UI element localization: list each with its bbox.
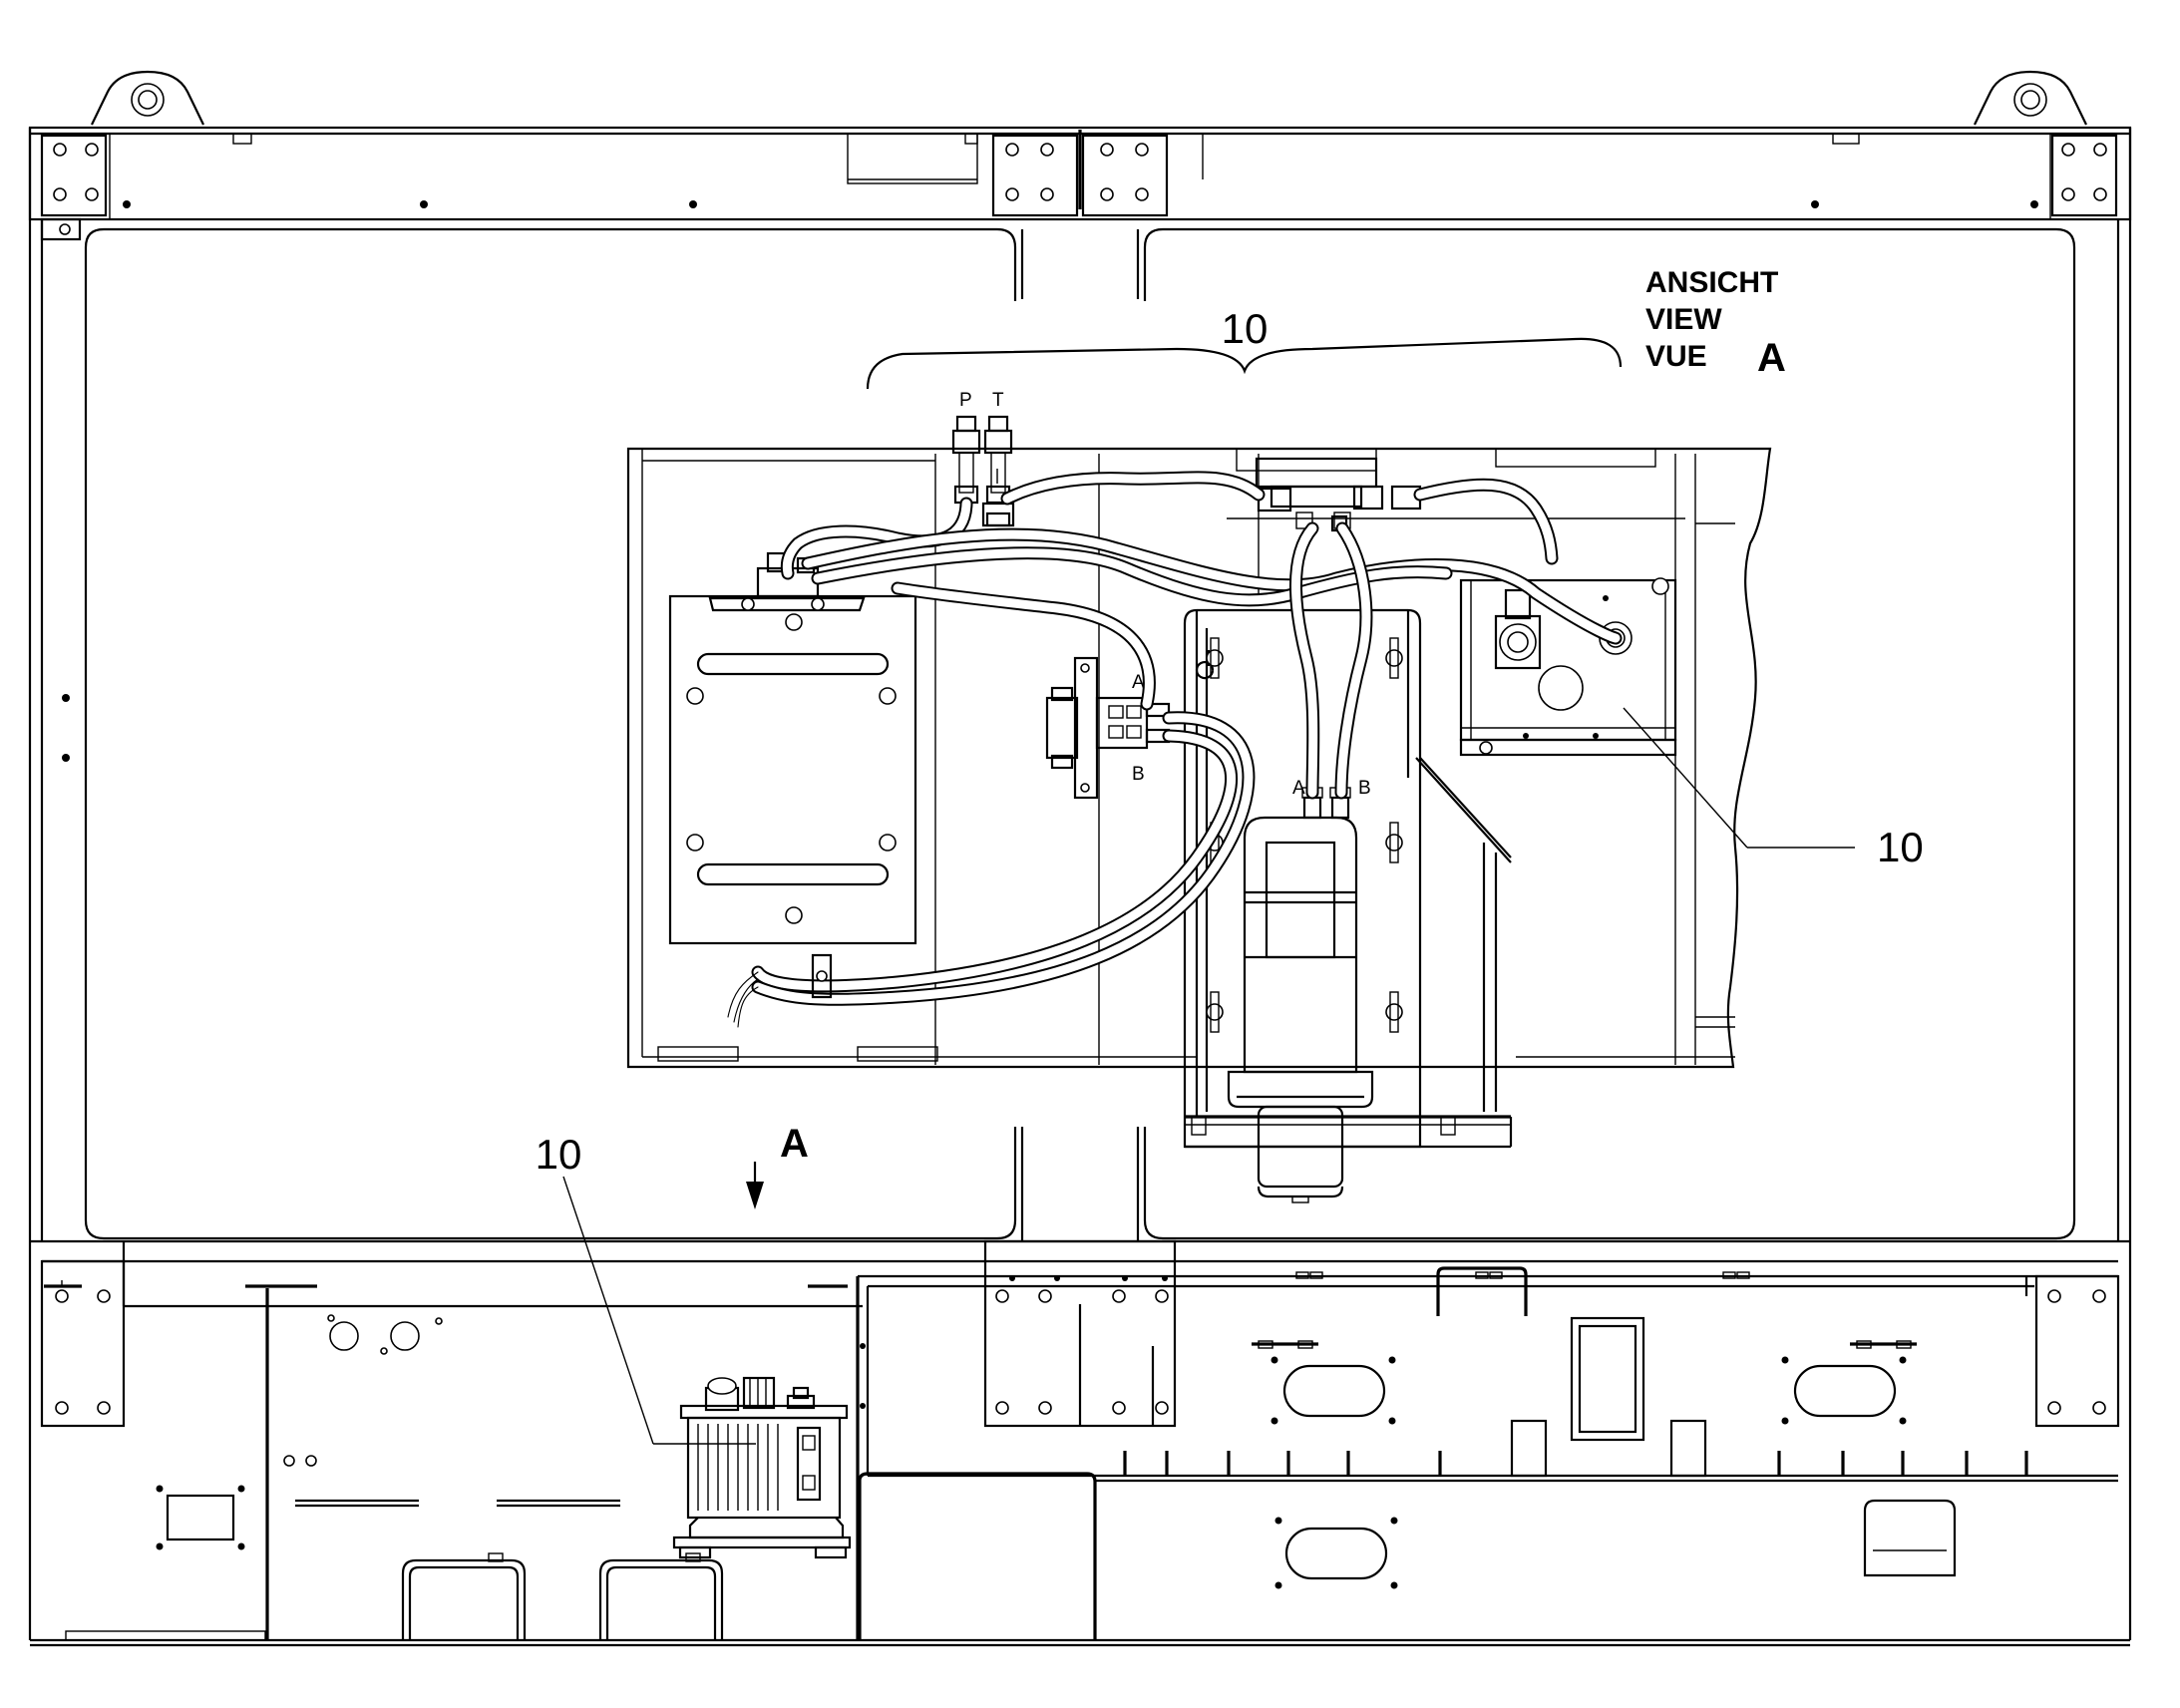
view-label-view: VIEW [1645, 303, 1722, 336]
container-frame [28, 70, 2132, 1647]
lower-equipment-bay [40, 1239, 2120, 1641]
gearbox-plate [1459, 577, 1677, 757]
view-label-vue: VUE [1645, 340, 1707, 373]
section-arrow [746, 1162, 764, 1209]
callout-top: 10 [1222, 305, 1269, 352]
section-marker-letter: A [780, 1122, 809, 1166]
directional-valve [1045, 656, 1171, 800]
motor-port-b: B [1358, 778, 1371, 799]
brace-top [866, 337, 1623, 390]
valve-port-b: B [1132, 764, 1145, 785]
port-label-p: P [959, 390, 972, 411]
oblong-cutout-left [1252, 1340, 1396, 1425]
valve-port-a: A [1132, 672, 1145, 693]
port-label-t: T [992, 390, 1004, 411]
view-label-letter: A [1757, 336, 1786, 380]
lifting-eye-left [91, 70, 204, 126]
oblong-cutout-right [1781, 1340, 1917, 1425]
view-label-ansicht: ANSICHT [1645, 266, 1778, 299]
hydraulic-hoses [727, 471, 1623, 1028]
callout-right: 10 [1877, 824, 1924, 870]
annotations [562, 337, 1855, 1445]
pressure-tank-fittings [951, 415, 1015, 527]
motor-port-a: A [1292, 778, 1305, 799]
callout-bottom: 10 [536, 1131, 582, 1178]
mounting-plate [668, 551, 917, 945]
pump-unit [672, 1376, 852, 1559]
leader-right [1623, 707, 1748, 849]
manifold-block [1255, 457, 1422, 532]
leader-bottom [562, 1176, 654, 1445]
lifting-eye-right [1974, 70, 2087, 126]
view-a-detail [626, 415, 1772, 1203]
